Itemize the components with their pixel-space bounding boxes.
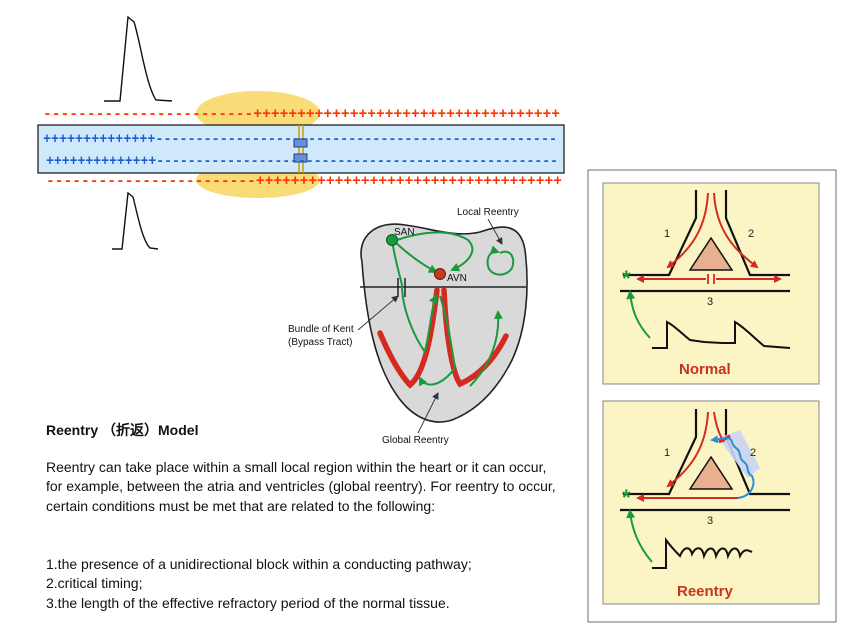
outer-charges-top: ------------------------++++++++++++++++… bbox=[43, 106, 560, 123]
normal-branch-3: 3 bbox=[707, 296, 713, 308]
condition-item-1: 1.the presence of a unidirectional block… bbox=[46, 556, 472, 572]
normal-ecg-trace bbox=[652, 320, 791, 349]
his-purkinje-left bbox=[377, 287, 440, 389]
reentry-panel: 1 2 3 * Reentry bbox=[602, 400, 820, 605]
global-reentry-pointer bbox=[417, 392, 439, 434]
avn-node bbox=[434, 268, 446, 280]
reentry-circuit-wave bbox=[710, 435, 755, 499]
normal-panel-bg bbox=[602, 182, 820, 385]
outer-charges-bottom: ------------------------++++++++++++++++… bbox=[46, 173, 562, 190]
local-reentry-pointer bbox=[487, 218, 503, 245]
heart-diagram: SAN AVN Local Reentry Bundle of Kent (By… bbox=[288, 207, 528, 446]
normal-wave-left bbox=[666, 192, 709, 269]
reentry-stimulus-arrow bbox=[626, 509, 653, 563]
reentry-ecg-trace bbox=[652, 537, 753, 569]
condition-item-3: 3.the length of the effective refractory… bbox=[46, 594, 450, 611]
san-label: SAN bbox=[394, 227, 415, 238]
normal-branch-2: 2 bbox=[748, 228, 754, 240]
san-node bbox=[386, 234, 398, 246]
reentry-inexcitable-core bbox=[688, 455, 734, 490]
reentry-panel-bg bbox=[602, 400, 820, 605]
reentry-fiber-walls bbox=[620, 409, 790, 512]
model-heading: Reentry （折返）Model bbox=[46, 422, 199, 438]
bypass-pointer bbox=[357, 295, 399, 331]
normal-fiber-walls bbox=[620, 190, 790, 293]
condition-item-2: 2.critical timing; bbox=[46, 575, 143, 592]
normal-panel: 1 2 3 * Normal bbox=[602, 182, 820, 385]
reentry-branch-1: 1 bbox=[664, 447, 670, 459]
san-to-avn-path bbox=[394, 241, 438, 273]
normal-branch-1: 1 bbox=[664, 228, 670, 240]
gap-junction-channel-lower bbox=[293, 153, 308, 163]
normal-stimulus-arrow bbox=[626, 290, 651, 339]
reentry-branch-3: 3 bbox=[707, 515, 713, 527]
reentry-branch-2: 2 bbox=[750, 447, 756, 459]
normal-stimulus-mark: * bbox=[622, 266, 631, 291]
depolarized-zone-top bbox=[196, 91, 320, 135]
description-paragraph: Reentry can take place within a small lo… bbox=[46, 458, 566, 516]
local-reentry-label: Local Reentry bbox=[457, 207, 519, 218]
avn-label: AVN bbox=[447, 273, 467, 284]
normal-wave-right bbox=[713, 192, 759, 269]
reentry-stimulus-mark: * bbox=[622, 485, 631, 510]
local-reentry-loop bbox=[486, 245, 515, 276]
global-reentry-label: Global Reentry bbox=[382, 435, 449, 446]
gap-junction-channel-upper bbox=[293, 138, 308, 148]
action-potential-top bbox=[104, 15, 173, 102]
global-reentry-path bbox=[391, 239, 438, 355]
reentry-wave-left bbox=[666, 411, 709, 488]
normal-title: Normal bbox=[679, 361, 731, 378]
action-potential-bottom bbox=[112, 191, 159, 250]
ventricular-path bbox=[419, 295, 457, 387]
conditions-list: 1.the presence of a unidirectional block… bbox=[46, 555, 566, 613]
global-reentry-return bbox=[469, 310, 503, 387]
bypass-label-line1: Bundle of Kent bbox=[288, 324, 354, 335]
atrial-conduction-path bbox=[396, 231, 474, 272]
normal-inexcitable-core bbox=[688, 236, 734, 271]
fiber-cable bbox=[37, 124, 565, 174]
inner-charges-top: ++++++++++++++--------------------------… bbox=[43, 131, 557, 148]
reentry-title: Reentry bbox=[677, 583, 734, 600]
description-text: Reentry can take place within a small lo… bbox=[46, 459, 556, 514]
bypass-label-line2: (Bypass Tract) bbox=[288, 337, 352, 348]
inner-charges-bottom: ++++++++++++++--------------------------… bbox=[46, 153, 558, 170]
